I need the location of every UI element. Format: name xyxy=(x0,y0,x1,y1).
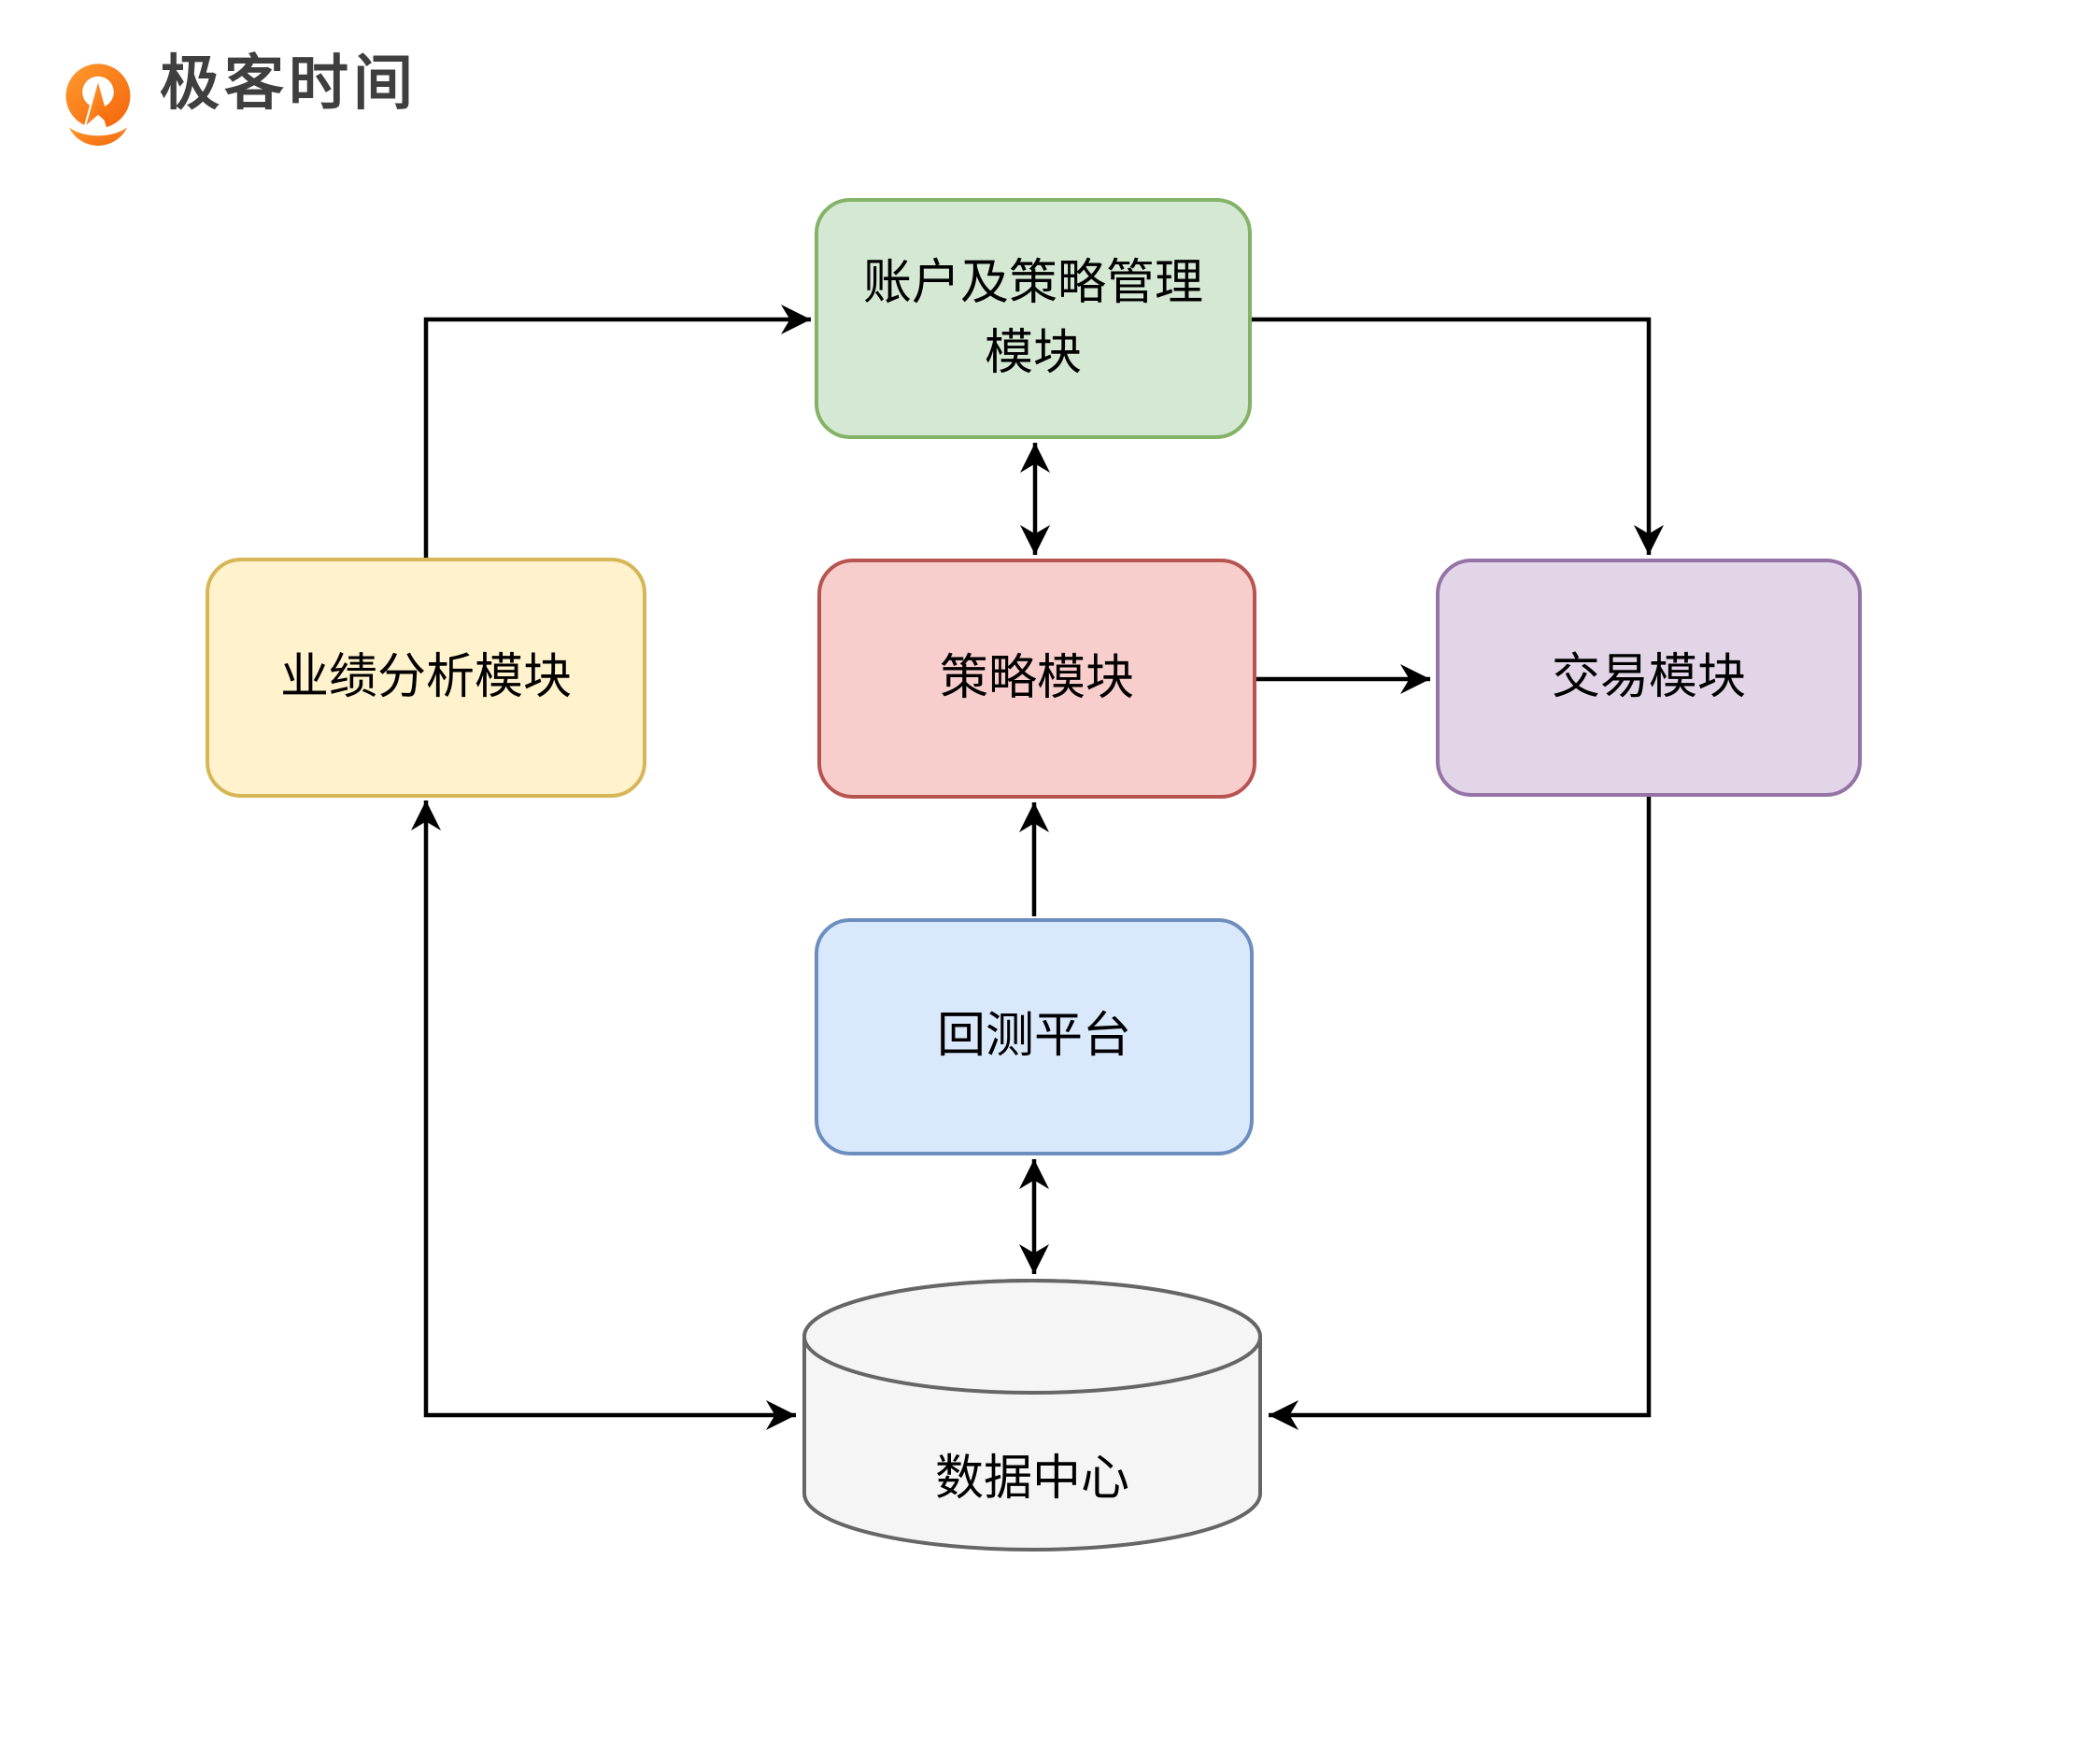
node-label: 策略模块 xyxy=(939,650,1134,705)
geektime-logo-icon xyxy=(65,64,131,146)
node-trading-module: 交易模块 xyxy=(1436,559,1862,797)
node-label: 业绩分析模块 xyxy=(279,649,572,704)
node-label: 账户及策略管理 模块 xyxy=(862,255,1203,380)
database-cylinder-icon xyxy=(802,1279,1262,1552)
node-label: 回测平台 xyxy=(936,1009,1131,1064)
node-strategy-module: 策略模块 xyxy=(817,559,1256,799)
node-backtest-platform: 回测平台 xyxy=(815,918,1254,1155)
edge-account-to-trading xyxy=(1252,317,1665,555)
node-label: 数据中心 xyxy=(934,1452,1129,1506)
node-data-center: 数据中心 xyxy=(802,1278,1263,1552)
edge-performance-datacenter-bidirectional xyxy=(410,801,796,1431)
edge-performance-to-account xyxy=(423,304,811,558)
node-account-strategy-management: 账户及策略管理 模块 xyxy=(815,198,1252,439)
brand-name: 极客时间 xyxy=(160,50,418,117)
node-label: 交易模块 xyxy=(1551,649,1746,704)
edge-trading-to-datacenter xyxy=(1269,797,1652,1431)
node-performance-analysis: 业绩分析模块 xyxy=(206,558,646,798)
geektime-logo: 极客时间 xyxy=(59,37,451,159)
